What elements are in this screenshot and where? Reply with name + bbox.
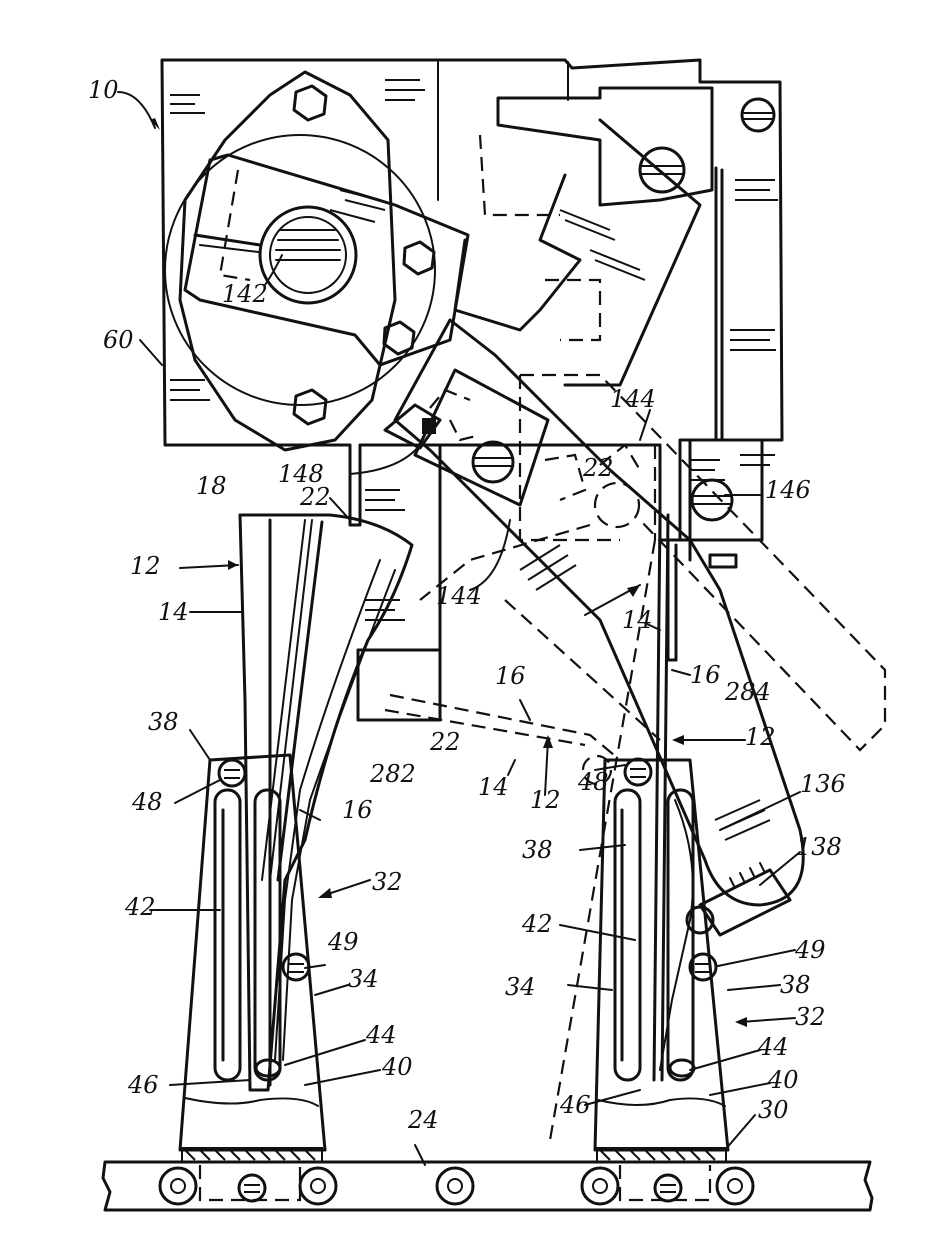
label-22-low: 22: [429, 728, 461, 756]
conveyor-chain: [103, 1162, 872, 1210]
label-44-right: 44: [757, 1033, 789, 1061]
label-30: 30: [758, 1096, 789, 1124]
label-48-left: 48: [131, 788, 163, 816]
label-22-top: 22: [299, 483, 331, 511]
label-49-right: 49: [794, 936, 826, 964]
label-144-upper: 144: [610, 385, 656, 413]
label-38-left: 38: [148, 708, 179, 736]
label-18: 18: [196, 472, 227, 500]
label-16-mid: 16: [495, 662, 526, 690]
label-284: 284: [724, 678, 771, 706]
label-144-lower: 144: [436, 582, 482, 610]
label-46-left: 46: [127, 1071, 159, 1099]
label-42-left: 42: [124, 893, 156, 921]
label-16-left: 16: [342, 796, 373, 824]
label-12-right: 12: [745, 723, 776, 751]
label-24: 24: [407, 1106, 439, 1134]
label-146: 146: [765, 476, 811, 504]
label-12-left: 12: [130, 552, 161, 580]
label-22-mid: 22: [582, 454, 614, 482]
shaft-142: [260, 207, 356, 303]
hex-bolt-bottom: [294, 390, 326, 424]
label-34-right: 34: [505, 973, 536, 1001]
label-10: 10: [88, 76, 119, 104]
label-44-left: 44: [365, 1021, 397, 1049]
label-16-right: 16: [690, 661, 721, 689]
label-38-right: 38: [780, 971, 811, 999]
label-12-mid: 12: [530, 786, 561, 814]
frame-plate: [162, 60, 782, 720]
label-32-left: 32: [372, 868, 403, 896]
left-holder: [180, 755, 325, 1162]
label-40-left: 40: [381, 1053, 413, 1081]
label-282: 282: [369, 760, 416, 788]
hex-nut-lower: [384, 322, 414, 354]
label-38-mid: 38: [522, 836, 553, 864]
hex-nut-upper: [404, 242, 434, 274]
hex-bolt-top: [294, 86, 326, 120]
label-60: 60: [103, 326, 134, 354]
label-14-right: 14: [622, 606, 653, 634]
label-40-right: 40: [767, 1066, 799, 1094]
pin-48-right: [625, 759, 651, 785]
label-136: 136: [800, 770, 846, 798]
label-14-mid: 14: [478, 773, 509, 801]
label-49-left: 49: [327, 928, 359, 956]
pin-48-left: [219, 760, 245, 786]
label-48-right: 48: [577, 768, 609, 796]
label-46-right: 46: [559, 1091, 591, 1119]
left-blank: [240, 515, 412, 1090]
label-142: 142: [222, 280, 268, 308]
leader-lines: [118, 92, 800, 1165]
upper-bracket: [455, 88, 712, 385]
screw-top-right: [742, 99, 774, 131]
clamp-block: [185, 155, 468, 365]
label-34-left: 34: [348, 965, 379, 993]
label-14-left: 14: [158, 598, 189, 626]
label-138: 138: [796, 833, 842, 861]
label-32-right: 32: [795, 1003, 826, 1031]
label-42-right: 42: [521, 910, 553, 938]
